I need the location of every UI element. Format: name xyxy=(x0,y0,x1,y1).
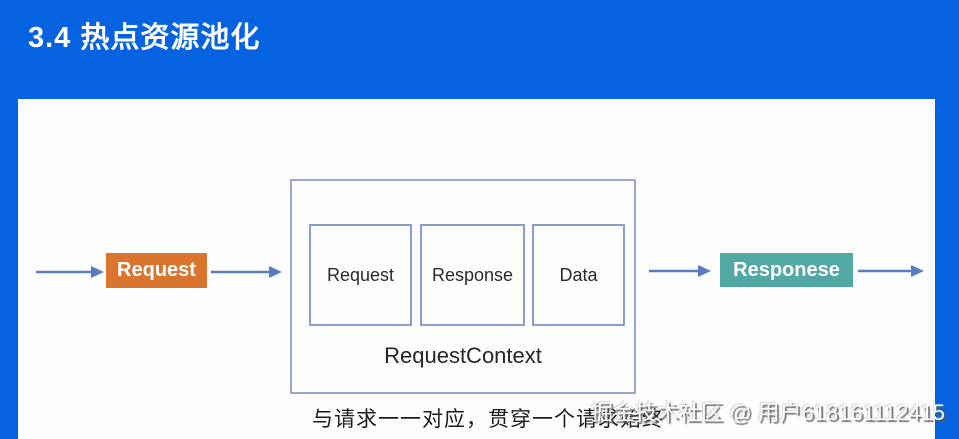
flow-arrow-out-icon xyxy=(858,265,924,277)
request-context-box: Request Response Data RequestContext xyxy=(290,179,636,394)
request-context-label: RequestContext xyxy=(384,343,542,368)
watermark: 掘金技术社区 @ 用户618161112415 xyxy=(590,400,945,425)
request-node-label: Request xyxy=(117,259,196,281)
responese-node: Responese xyxy=(720,253,853,287)
context-item-request-label: Request xyxy=(326,264,395,285)
context-item-data-label: Data xyxy=(559,264,598,285)
context-item-response-label: Response xyxy=(431,264,514,285)
flow-arrow-context-to-response-icon xyxy=(649,265,711,277)
context-item-request: Request xyxy=(309,224,412,326)
diagram-panel: Request Request Response Data RequestCon… xyxy=(18,99,935,439)
flow-arrow-request-to-context-icon xyxy=(211,266,282,278)
request-node: Request xyxy=(106,253,207,288)
context-item-response: Response xyxy=(420,224,525,326)
diagram-caption: 与请求一一对应，贯穿一个请求始终 xyxy=(312,408,664,431)
flow-arrow-in-icon xyxy=(36,266,104,278)
responese-node-label: Responese xyxy=(733,258,840,281)
context-item-data: Data xyxy=(532,224,625,326)
slide-title: 3.4 热点资源池化 xyxy=(28,22,261,54)
